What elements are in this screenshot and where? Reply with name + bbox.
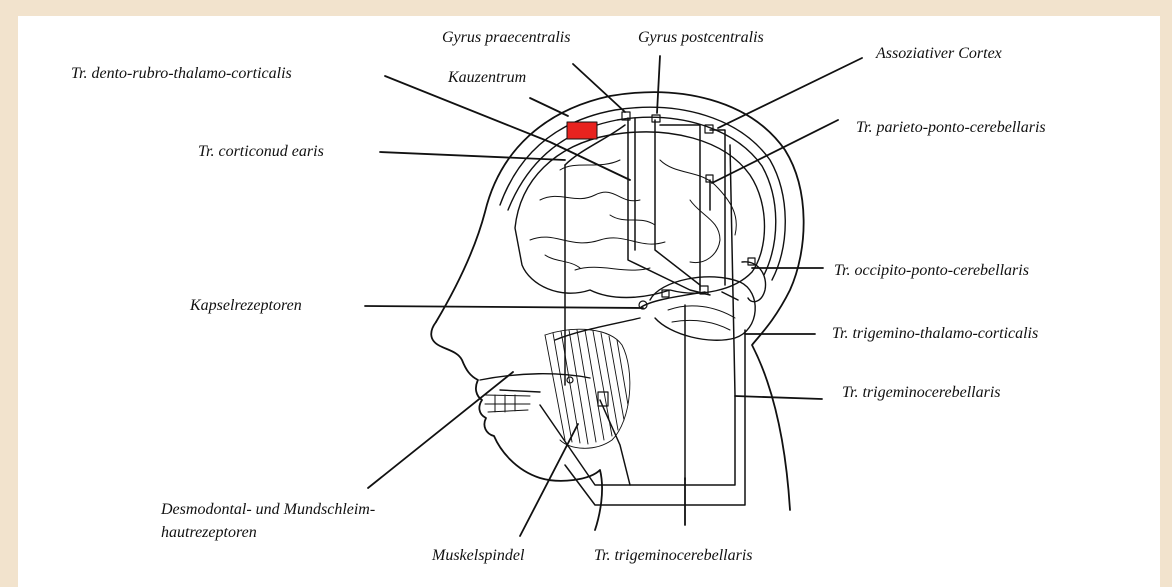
diagram-frame: Gyrus praecentralis Gyrus postcentralis …	[18, 16, 1160, 587]
label-assoziativer-cortex: Assoziativer Cortex	[876, 44, 1002, 64]
mandible	[480, 318, 640, 392]
label-tr-occipito-ponto-cerebellaris: Tr. occipito-ponto-cerebellaris	[834, 261, 1029, 281]
teeth	[485, 395, 530, 412]
label-tr-trigeminocerebellaris-right: Tr. trigeminocerebellaris	[842, 383, 1001, 403]
brain-gyri	[530, 160, 736, 270]
label-tr-dento-rubro-thalamo-corticalis: Tr. dento-rubro-thalamo-corticalis	[71, 64, 292, 84]
kauzentrum-marker	[567, 122, 597, 139]
pathway-lines	[540, 118, 745, 505]
skull-layer-outer	[500, 107, 785, 280]
label-tr-trigeminocerebellaris-bottom: Tr. trigeminocerebellaris	[594, 546, 753, 566]
label-kauzentrum: Kauzentrum	[448, 68, 526, 88]
label-desmodontal-line2: hautrezeptoren	[161, 523, 257, 543]
label-gyrus-postcentralis: Gyrus postcentralis	[638, 28, 764, 48]
label-desmodontal-line1: Desmodontal- und Mundschleim-	[161, 500, 375, 520]
label-tr-corticonuclearis: Tr. corticonud earis	[198, 142, 324, 162]
label-muskelspindel: Muskelspindel	[432, 546, 524, 566]
label-tr-parieto-ponto-cerebellaris: Tr. parieto-ponto-cerebellaris	[856, 118, 1046, 138]
label-kapselrezeptoren: Kapselrezeptoren	[190, 296, 302, 316]
cerebellum-folds	[668, 306, 735, 330]
brain-outline	[515, 132, 765, 298]
synapse-markers	[567, 112, 755, 406]
label-tr-trigemino-thalamo-corticalis: Tr. trigemino-thalamo-corticalis	[832, 324, 1038, 344]
label-gyrus-praecentralis: Gyrus praecentralis	[442, 28, 570, 48]
